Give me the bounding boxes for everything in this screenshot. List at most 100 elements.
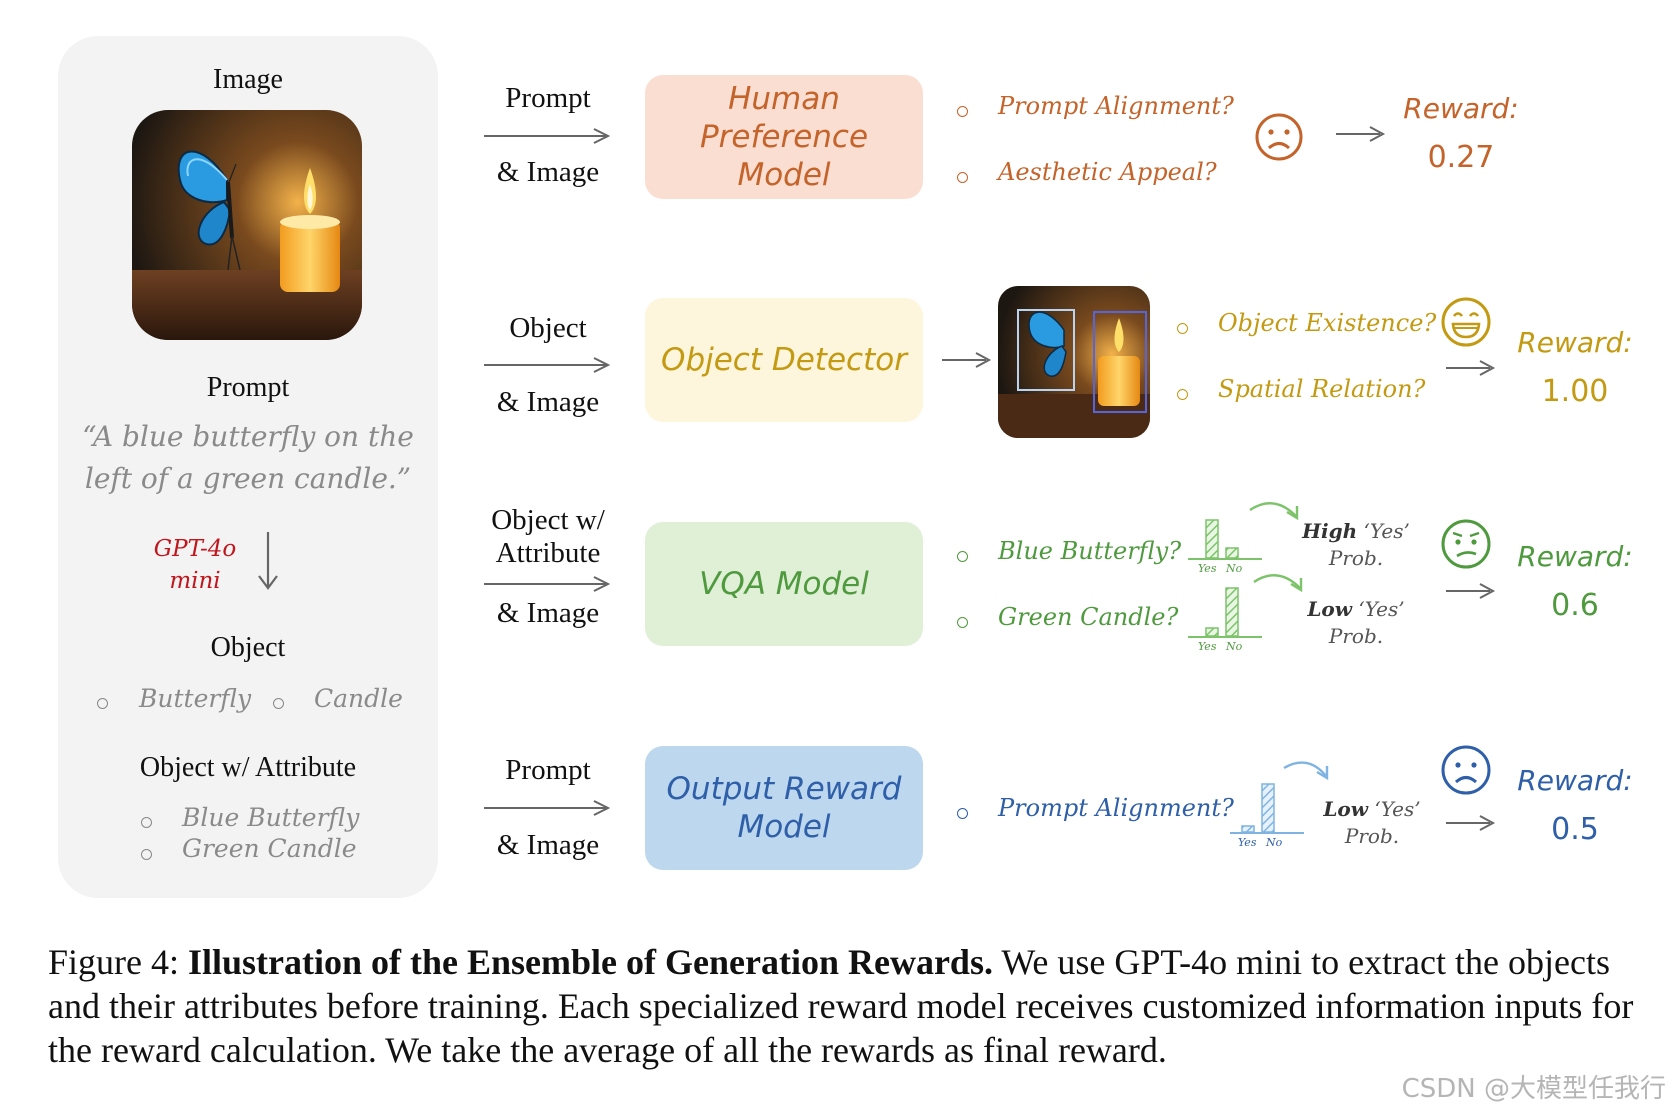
image-heading: Image (58, 64, 438, 96)
model-name-line: Model (737, 157, 830, 193)
bullet-icon (957, 617, 968, 628)
grin-face-icon (1440, 296, 1492, 348)
caption-label: Figure 4: (48, 942, 179, 982)
bullet-icon (957, 808, 968, 819)
bar-label-no: No (1266, 836, 1282, 849)
prob-annotation: Low ‘Yes’ Prob. (1296, 596, 1416, 650)
attribute-item: Blue Butterfly (182, 803, 359, 832)
input-label: Prompt (478, 754, 618, 787)
bullet-icon (1177, 323, 1188, 334)
model-name-line: Model (737, 809, 830, 845)
prompt-heading: Prompt (58, 372, 438, 404)
reward-arrow-icon (1444, 581, 1496, 601)
confused-face-icon (1440, 518, 1492, 570)
prompt-text-line1: “A blue butterfly on the (58, 420, 438, 453)
bullet-icon (957, 172, 968, 183)
bullet-icon (1177, 389, 1188, 400)
bar-label-yes: Yes (1198, 640, 1216, 653)
yes-bar (1206, 628, 1218, 636)
bullet-icon (273, 698, 284, 709)
input-arrow-icon (482, 355, 612, 375)
watermark: CSDN @大模型任我行 (1402, 1068, 1666, 1105)
reward-label: Reward: (1386, 92, 1536, 125)
reward-value: 0.6 (1500, 588, 1650, 623)
reward-label: Reward: (1500, 540, 1650, 573)
input-label: Object w/ (470, 504, 626, 537)
model-name-line: Object Detector (661, 341, 907, 379)
prob-annotation: High ‘Yes’ Prob. (1296, 518, 1416, 572)
input-label: & Image (478, 386, 618, 419)
yes-bar (1242, 826, 1254, 832)
input-label: Object (478, 312, 618, 345)
bar-label-no: No (1226, 640, 1242, 653)
prob-annotation: Low ‘Yes’ Prob. (1316, 796, 1428, 850)
object-item: Butterfly (139, 684, 251, 713)
extractor-line1: GPT-4o (140, 533, 250, 565)
question: Aesthetic Appeal? (998, 158, 1217, 186)
sad-face-icon (1254, 112, 1304, 162)
prompt-text-line2: left of a green candle.” (58, 462, 438, 495)
prob-word: Prob. (1345, 824, 1399, 848)
extractor-label: GPT-4o mini (140, 533, 250, 597)
input-arrow-icon (482, 574, 612, 594)
model-name-line: VQA Model (699, 565, 869, 603)
yes-bar (1206, 520, 1218, 558)
reward-value: 1.00 (1500, 374, 1650, 409)
input-label: & Image (478, 829, 618, 862)
bullet-icon (97, 698, 108, 709)
object-heading: Object (58, 632, 438, 664)
extractor-line2: mini (140, 565, 250, 597)
bar-label-yes: Yes (1238, 836, 1256, 849)
bullet-icon (957, 106, 968, 117)
prob-strength: Low (1307, 597, 1352, 621)
input-arrow-icon (482, 798, 612, 818)
input-label: Prompt (478, 82, 618, 115)
input-label: Attribute (470, 537, 626, 570)
extract-arrow-icon (255, 530, 281, 592)
caption-title: Illustration of the Ensemble of Generati… (188, 942, 993, 982)
object-detector-box: Object Detector (645, 298, 923, 422)
bullet-icon (141, 817, 152, 828)
prob-yes-label: ‘Yes’ (1358, 597, 1404, 621)
reward-arrow-icon (1334, 124, 1386, 144)
prob-strength: High (1302, 519, 1357, 543)
model-name-line: Output Reward (667, 771, 902, 807)
prob-yes-label: ‘Yes’ (1374, 797, 1420, 821)
reward-value: 0.27 (1386, 140, 1536, 175)
reward-arrow-icon (1444, 813, 1496, 833)
vqa-model-box: VQA Model (645, 522, 923, 646)
detection-result-image (998, 286, 1150, 438)
question: Blue Butterfly? (998, 537, 1181, 565)
prob-word: Prob. (1329, 546, 1383, 570)
attribute-heading: Object w/ Attribute (58, 752, 438, 784)
object-item: Candle (314, 684, 403, 713)
prob-yes-label: ‘Yes’ (1364, 519, 1410, 543)
question: Spatial Relation? (1218, 375, 1425, 403)
bullet-icon (957, 551, 968, 562)
question: Prompt Alignment? (998, 92, 1234, 120)
figure-caption: Figure 4: Illustration of the Ensemble o… (48, 940, 1648, 1072)
prob-word: Prob. (1329, 624, 1383, 648)
detector-arrow-icon (940, 350, 992, 370)
model-name-line: Preference (700, 119, 868, 155)
bullet-icon (141, 849, 152, 860)
reward-arrow-icon (1444, 358, 1496, 378)
attribute-item: Green Candle (182, 834, 357, 863)
question: Green Candle? (998, 603, 1178, 631)
reward-value: 0.5 (1500, 812, 1650, 847)
no-bar (1262, 784, 1274, 832)
input-label: & Image (478, 156, 618, 189)
reward-label: Reward: (1500, 326, 1650, 359)
sad-face-icon (1440, 744, 1492, 796)
input-label: & Image (478, 597, 618, 630)
question: Object Existence? (1218, 309, 1436, 337)
question: Prompt Alignment? (998, 794, 1234, 822)
input-arrow-icon (482, 126, 612, 146)
no-bar (1226, 548, 1238, 558)
no-bar (1226, 588, 1238, 636)
butterfly-candle-image (132, 110, 362, 340)
prob-strength: Low (1323, 797, 1368, 821)
model-name-line: Human (728, 81, 840, 117)
